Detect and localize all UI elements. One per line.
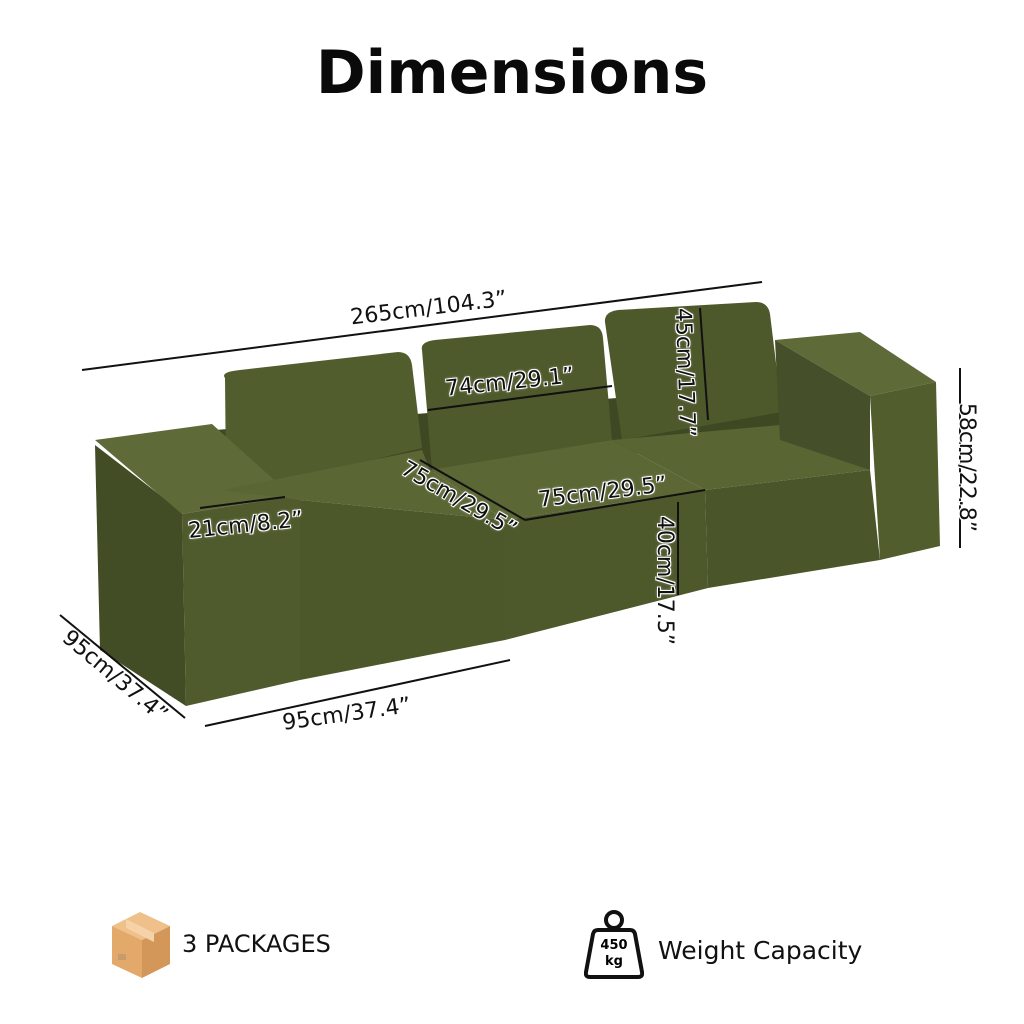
back-cushion-height-label: 45cm/17.7”: [669, 307, 700, 438]
dimension-arrows: [59, 281, 961, 727]
weight-icon: 450 kg: [584, 908, 644, 980]
page-title: Dimensions: [315, 38, 709, 108]
total-height-label: 58cm/22.8”: [954, 402, 980, 533]
sofa: [95, 302, 940, 706]
weight-value: 450: [600, 938, 628, 953]
weight-capacity-label: Weight Capacity: [658, 936, 863, 965]
packages-label: 3 PACKAGES: [182, 930, 331, 958]
cardboard-box-icon: [112, 912, 170, 978]
weight-unit: kg: [605, 954, 623, 969]
seat-height-label: 40cm/17.5”: [652, 515, 678, 646]
